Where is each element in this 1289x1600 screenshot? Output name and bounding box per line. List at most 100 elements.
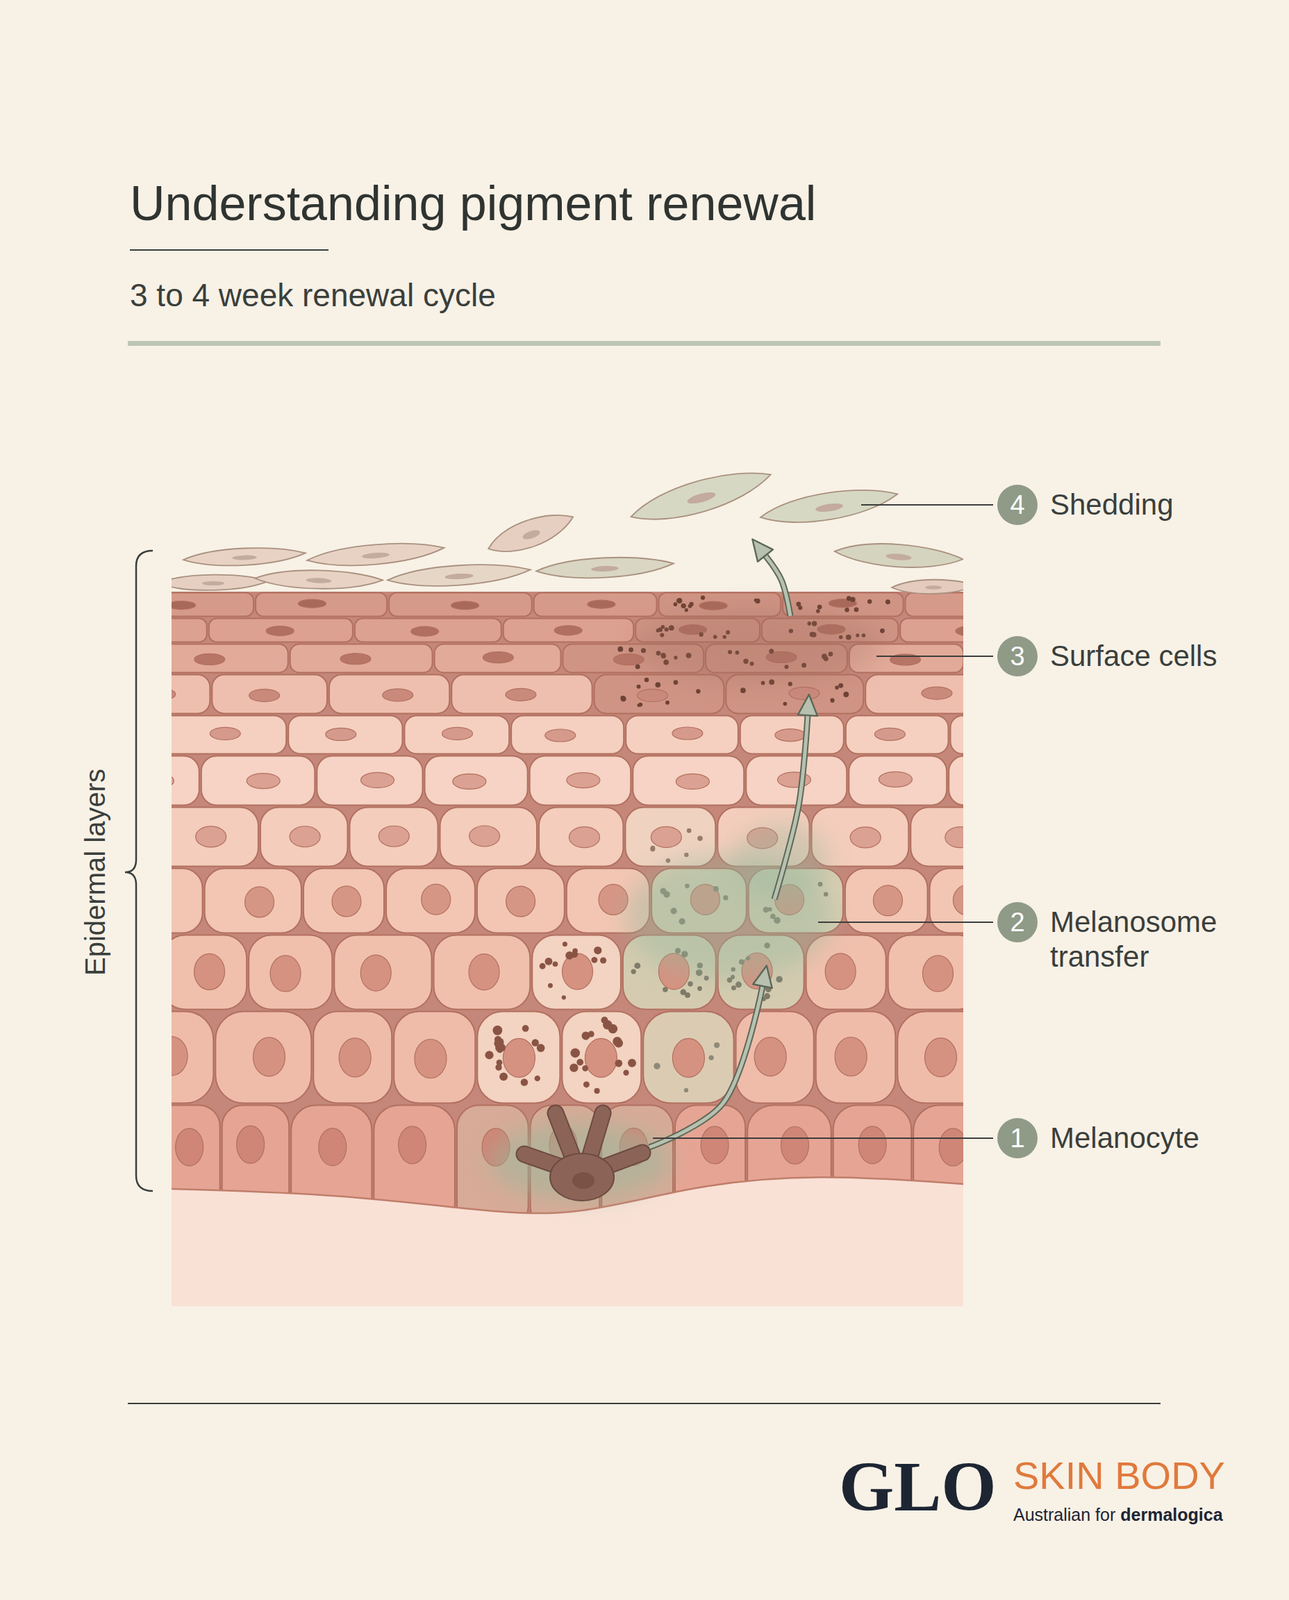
cell-body <box>171 618 207 643</box>
skin-cell <box>425 756 528 806</box>
cell-body <box>929 868 964 934</box>
cell-body <box>171 756 200 806</box>
cell-nucleus <box>675 773 710 789</box>
shed-cell <box>834 538 964 573</box>
cell-nucleus <box>289 826 321 848</box>
header-rule <box>127 341 1161 346</box>
skin-cell <box>171 807 259 867</box>
melanosome <box>492 1025 503 1036</box>
skin-cell <box>503 618 634 643</box>
cell-body <box>171 675 210 714</box>
cell-nucleus <box>502 1038 535 1078</box>
skin-cell <box>209 618 353 643</box>
cell-nucleus <box>584 1038 617 1078</box>
renewal-arrows <box>649 555 808 1148</box>
cell-body <box>643 1011 734 1104</box>
cell-nucleus <box>545 729 576 742</box>
epidermis-illustration <box>82 462 1063 1313</box>
title-underline <box>129 249 329 251</box>
melanosome <box>600 957 607 964</box>
shed-cell-body <box>758 483 900 530</box>
cell-body <box>260 807 348 867</box>
cell-body <box>888 935 964 1010</box>
melanosome <box>576 1059 584 1067</box>
melanosome <box>713 1042 720 1049</box>
cell-nucleus <box>834 1036 867 1076</box>
cell-nucleus <box>378 825 410 847</box>
title: Understanding pigment renewal <box>129 179 817 228</box>
shed-cell-body <box>891 579 964 594</box>
skin-cell <box>736 1011 814 1104</box>
skin-cell <box>388 593 532 617</box>
shed-cell-body <box>183 545 307 568</box>
melanosome <box>673 679 679 685</box>
cell-nucleus <box>252 1037 285 1077</box>
cell-nucleus <box>554 625 582 636</box>
cell-nucleus <box>195 826 227 848</box>
pigment-glow <box>732 822 830 900</box>
cell-body <box>334 935 432 1010</box>
shed-cell-nucleus <box>361 552 390 560</box>
cell-body <box>171 716 287 755</box>
cell-body <box>745 756 847 806</box>
cell-nucleus <box>340 653 371 665</box>
skin-cell <box>329 675 450 714</box>
shed-cell-nucleus <box>925 585 942 590</box>
leader-line <box>818 921 994 923</box>
cell-nucleus <box>175 1128 204 1167</box>
skin-cell <box>529 756 632 806</box>
cell-nucleus <box>265 626 294 637</box>
shed-cell-nucleus <box>305 577 332 585</box>
skin-cell <box>434 935 531 1010</box>
cell-body <box>393 1011 476 1104</box>
cell-body <box>211 675 328 714</box>
cell-nucleus <box>858 1126 887 1164</box>
melanosome <box>499 1072 508 1081</box>
skin-cell <box>171 593 254 617</box>
cell-body <box>534 593 658 617</box>
melanosome <box>829 697 835 703</box>
cell-body <box>900 618 964 643</box>
skin-cell <box>393 1011 476 1104</box>
cell-nucleus <box>451 601 480 610</box>
arrow-outline <box>774 715 808 900</box>
cell-nucleus <box>754 1037 787 1077</box>
melanosome <box>569 1063 578 1072</box>
cell-nucleus <box>236 1125 265 1164</box>
cell-body <box>531 935 621 1010</box>
melanosome <box>635 663 641 669</box>
arrow-outline <box>765 555 791 617</box>
shed-cell-nucleus <box>202 581 225 586</box>
skin-cell <box>950 716 964 755</box>
callout-label: Melanosome transfer <box>1050 904 1259 976</box>
melanosome <box>700 595 705 601</box>
cell-body <box>434 935 531 1010</box>
melanosome <box>654 682 661 688</box>
cell-body <box>897 1011 964 1104</box>
melanosome <box>687 981 694 987</box>
melanosome <box>622 1070 629 1076</box>
melanosome <box>631 968 637 974</box>
skin-cell <box>865 675 964 714</box>
melanosome <box>681 603 687 609</box>
melanosome <box>830 698 835 703</box>
melanosome <box>676 597 683 604</box>
skin-cell <box>848 756 947 806</box>
skin-cell <box>745 756 847 806</box>
callout-label: Melanocyte <box>1050 1120 1200 1156</box>
cell-nucleus <box>246 773 280 789</box>
shed-cell <box>254 568 384 592</box>
cell-nucleus <box>672 1038 705 1078</box>
cell-body <box>865 675 964 714</box>
epidermis <box>171 591 964 1307</box>
melanosome <box>754 598 760 604</box>
callout-label: Surface cells <box>1050 638 1217 674</box>
bracket-label: Epidermal layers <box>81 768 110 976</box>
melanosome <box>593 946 602 955</box>
melanosome <box>522 1025 530 1033</box>
skin-cell <box>171 716 287 755</box>
skin-cell <box>632 756 744 806</box>
melanosome <box>673 602 678 607</box>
melanosome <box>775 975 783 983</box>
cell-nucleus <box>171 688 176 701</box>
